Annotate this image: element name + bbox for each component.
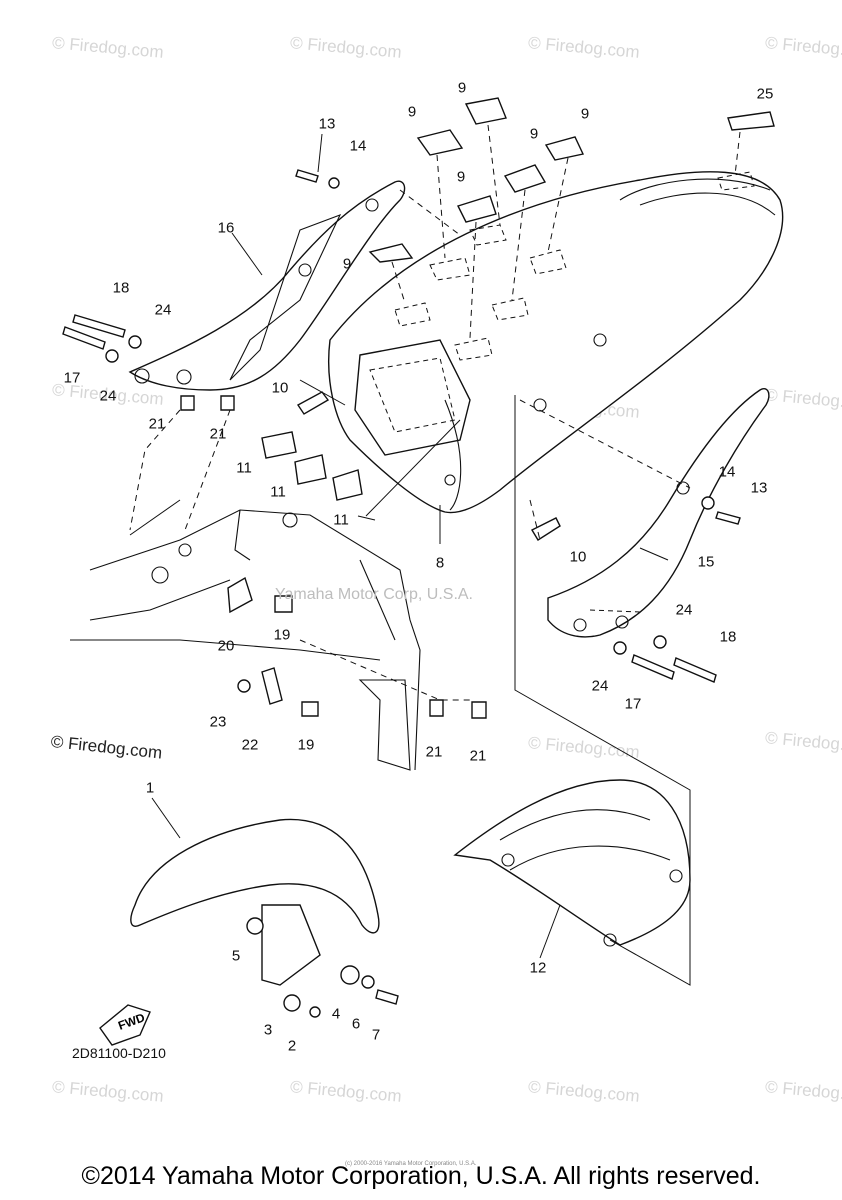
part-label-19: 19 <box>273 626 291 644</box>
washer <box>701 496 715 510</box>
front-fender <box>130 818 380 934</box>
bolt <box>295 169 319 183</box>
pad <box>332 469 363 501</box>
part-label-18: 18 <box>719 628 737 646</box>
bolt <box>715 511 741 525</box>
decal <box>368 243 414 263</box>
part-label-17: 17 <box>624 695 642 713</box>
pad <box>294 454 327 485</box>
bolt <box>72 314 126 338</box>
bolt <box>673 657 717 683</box>
decal <box>464 97 507 125</box>
decal <box>544 136 585 161</box>
left-fender-stay <box>128 180 406 391</box>
decal <box>416 129 464 156</box>
collar <box>220 395 235 411</box>
part-label-9: 9 <box>580 105 590 123</box>
washer <box>361 975 375 989</box>
decal <box>503 164 547 193</box>
part-label-6: 6 <box>351 1015 361 1033</box>
bolt <box>62 326 106 350</box>
damper <box>296 391 330 415</box>
part-label-22: 22 <box>241 736 259 754</box>
damper <box>531 517 561 541</box>
copyright-footer: ©2014 Yamaha Motor Corporation, U.S.A. A… <box>81 1162 761 1190</box>
collar <box>429 699 444 717</box>
part-label-1: 1 <box>145 779 155 797</box>
part-label-9: 9 <box>529 125 539 143</box>
washer <box>613 641 627 655</box>
part-label-3: 3 <box>263 1021 273 1039</box>
collar <box>180 395 195 411</box>
part-label-23: 23 <box>209 713 227 731</box>
part-label-10: 10 <box>271 379 289 397</box>
diagram-code: 2D81100-D210 <box>72 1045 166 1061</box>
part-label-11: 11 <box>236 459 252 477</box>
collar <box>471 701 487 719</box>
frame <box>70 509 421 771</box>
part-label-15: 15 <box>697 553 715 571</box>
part-label-4: 4 <box>331 1005 341 1023</box>
grommet <box>301 701 319 717</box>
part-label-8: 8 <box>435 554 445 572</box>
fwd-arrow <box>99 1004 151 1046</box>
small-decal <box>727 111 775 131</box>
decal <box>457 195 497 223</box>
part-label-24: 24 <box>675 601 693 619</box>
part-label-5: 5 <box>231 947 241 965</box>
part-label-17: 17 <box>63 369 81 387</box>
inner-rear-fender <box>453 779 691 946</box>
bracket <box>261 667 283 705</box>
part-label-13: 13 <box>750 479 768 497</box>
part-label-20: 20 <box>217 637 235 655</box>
washer <box>128 335 142 349</box>
screw <box>237 679 251 693</box>
fender-opening <box>354 339 471 456</box>
fender-stay <box>261 904 321 986</box>
tiny-note: (c) 2000-2016 Yamaha Motor Corporation, … <box>345 1161 477 1167</box>
collar <box>340 965 360 985</box>
part-label-14: 14 <box>349 137 367 155</box>
grommet <box>274 595 293 613</box>
part-label-9: 9 <box>456 168 466 186</box>
bolt <box>309 1006 321 1018</box>
part-label-7: 7 <box>371 1026 381 1044</box>
clamp <box>227 576 253 614</box>
part-label-11: 11 <box>270 483 286 501</box>
part-label-9: 9 <box>342 255 352 273</box>
part-label-10: 10 <box>569 548 587 566</box>
washer <box>328 177 340 189</box>
part-label-12: 12 <box>529 959 547 977</box>
part-label-24: 24 <box>154 301 172 319</box>
part-label-24: 24 <box>591 677 609 695</box>
part-label-21: 21 <box>209 425 227 443</box>
collar <box>283 994 301 1012</box>
part-label-9: 9 <box>407 103 417 121</box>
part-label-14: 14 <box>718 463 736 481</box>
corp-watermark: Yamaha Motor Corp, U.S.A. <box>275 586 473 603</box>
part-label-19: 19 <box>297 736 315 754</box>
pad <box>261 431 297 459</box>
collar <box>246 917 264 935</box>
part-label-24: 24 <box>99 387 117 405</box>
part-label-21: 21 <box>425 743 443 761</box>
part-label-16: 16 <box>217 219 235 237</box>
part-label-11: 11 <box>333 511 349 529</box>
bolt <box>631 654 675 680</box>
part-label-21: 21 <box>469 747 487 765</box>
part-label-9: 9 <box>457 79 467 97</box>
washer <box>653 635 667 649</box>
part-label-25: 25 <box>756 85 774 103</box>
bolt <box>375 989 399 1005</box>
part-label-13: 13 <box>318 115 336 133</box>
part-label-21: 21 <box>148 415 166 433</box>
part-label-2: 2 <box>287 1037 297 1055</box>
right-fender-stay <box>547 388 770 638</box>
washer <box>105 349 119 363</box>
part-label-18: 18 <box>112 279 130 297</box>
